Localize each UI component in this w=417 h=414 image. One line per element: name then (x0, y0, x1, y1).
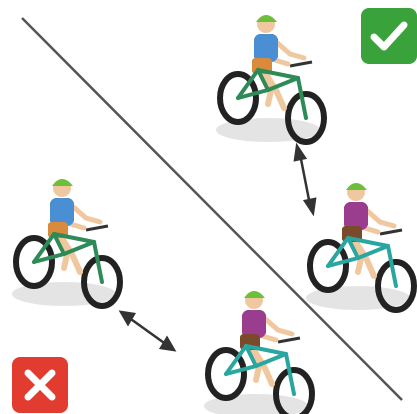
checkmark-icon (369, 16, 409, 56)
distance-arrow-incorrect (121, 312, 174, 350)
cyclist-mid-left-blue (12, 179, 120, 306)
correct-badge (361, 8, 417, 64)
cyclist-top-right-blue (216, 15, 324, 142)
cross-icon (20, 365, 60, 405)
cyclist-bottom-purple (204, 291, 312, 414)
incorrect-badge (12, 357, 68, 413)
cyclist-mid-right-purple (306, 183, 414, 310)
distance-arrow-correct (295, 146, 315, 213)
